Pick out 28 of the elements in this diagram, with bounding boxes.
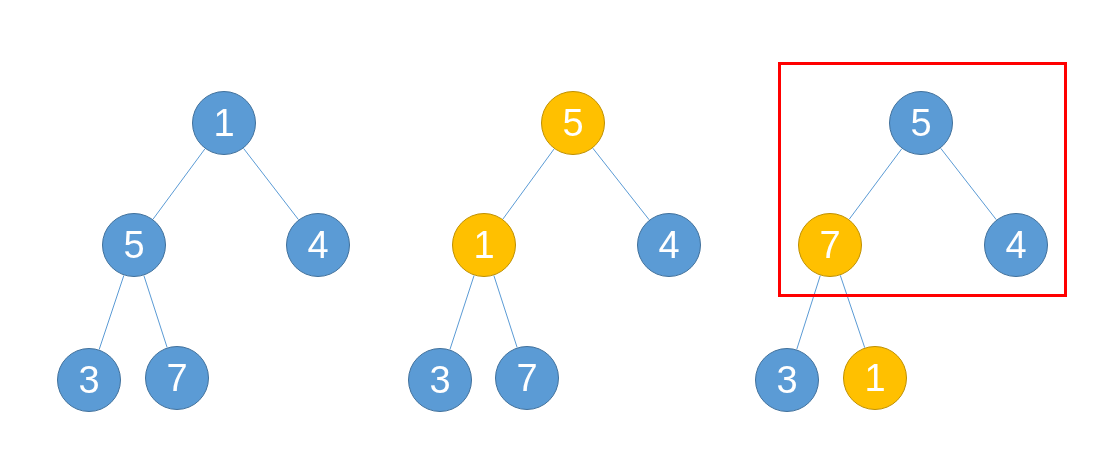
- tree-edge: [143, 274, 168, 349]
- node-value: 4: [1005, 226, 1027, 264]
- tree-edge: [243, 147, 299, 221]
- node-value: 1: [473, 226, 495, 264]
- node-value: 3: [78, 361, 100, 399]
- node-value: 4: [658, 226, 680, 264]
- node-value: 3: [776, 361, 798, 399]
- node-value: 1: [213, 104, 235, 142]
- tree-edge: [839, 274, 866, 349]
- tree-edge: [449, 274, 475, 351]
- tree-edge: [98, 274, 125, 351]
- tree-edge: [848, 148, 903, 220]
- tree-edge: [493, 274, 518, 349]
- node-value: 4: [307, 226, 329, 264]
- tree-edge: [796, 275, 821, 350]
- node-value: 3: [429, 361, 451, 399]
- tree-edge: [502, 148, 555, 220]
- tree-edge: [152, 148, 206, 220]
- node-value: 7: [166, 359, 188, 397]
- highlight-frame: [778, 62, 1067, 297]
- node-value: 5: [910, 104, 932, 142]
- node-value: 7: [819, 226, 841, 264]
- tree-edge: [940, 147, 997, 221]
- node-value: 5: [123, 226, 145, 264]
- tree-edge: [592, 147, 650, 221]
- node-value: 5: [562, 104, 584, 142]
- node-value: 7: [516, 359, 538, 397]
- node-value: 1: [864, 359, 886, 397]
